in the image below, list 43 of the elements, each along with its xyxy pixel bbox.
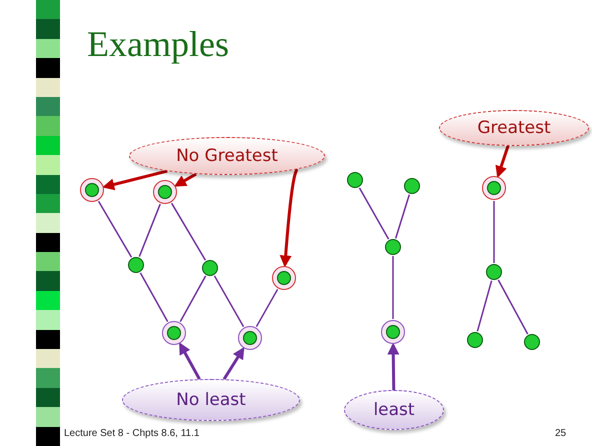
arrow <box>174 172 197 187</box>
page-number: 25 <box>555 428 566 440</box>
arrow <box>280 168 299 268</box>
marked-vertex <box>272 266 296 290</box>
marked-vertex <box>238 326 262 350</box>
arrow <box>387 342 400 390</box>
connector-line <box>180 276 206 322</box>
vertex <box>486 264 502 280</box>
marked-vertex <box>482 176 506 200</box>
vertex <box>202 260 218 276</box>
callout-text: No least <box>176 390 246 410</box>
footer-text: Lecture Set 8 - Chpts 8.6, 11.1 <box>64 428 200 440</box>
arrow <box>222 346 244 380</box>
connector-line <box>256 288 278 328</box>
connector-line <box>214 275 244 328</box>
callout-text: Greatest <box>477 118 551 138</box>
arrow <box>102 170 168 190</box>
callout-ellipse <box>344 390 444 430</box>
marked-vertex <box>381 320 405 344</box>
marked-vertex <box>153 180 177 204</box>
vertex <box>467 332 483 348</box>
connector-line <box>392 256 394 319</box>
vertex <box>385 239 401 255</box>
callout-text: No Greatest <box>176 146 278 166</box>
connector-line <box>476 280 492 332</box>
vertex <box>128 257 144 273</box>
callout-text: least <box>373 400 415 420</box>
marked-vertex <box>80 178 104 202</box>
connector-line <box>138 204 161 257</box>
connector-line <box>140 272 168 322</box>
slide-title: Examples <box>87 23 229 66</box>
connector-line <box>170 202 206 261</box>
vertex <box>404 178 420 194</box>
marked-vertex <box>162 321 186 345</box>
connector-line <box>498 280 528 334</box>
connector-line <box>493 201 495 263</box>
vertex <box>524 334 540 350</box>
connector-line <box>358 187 390 240</box>
arrow <box>178 342 201 380</box>
connector-line <box>98 200 132 258</box>
connector-line <box>394 194 410 239</box>
vertex <box>347 172 363 188</box>
arrow <box>495 145 510 178</box>
